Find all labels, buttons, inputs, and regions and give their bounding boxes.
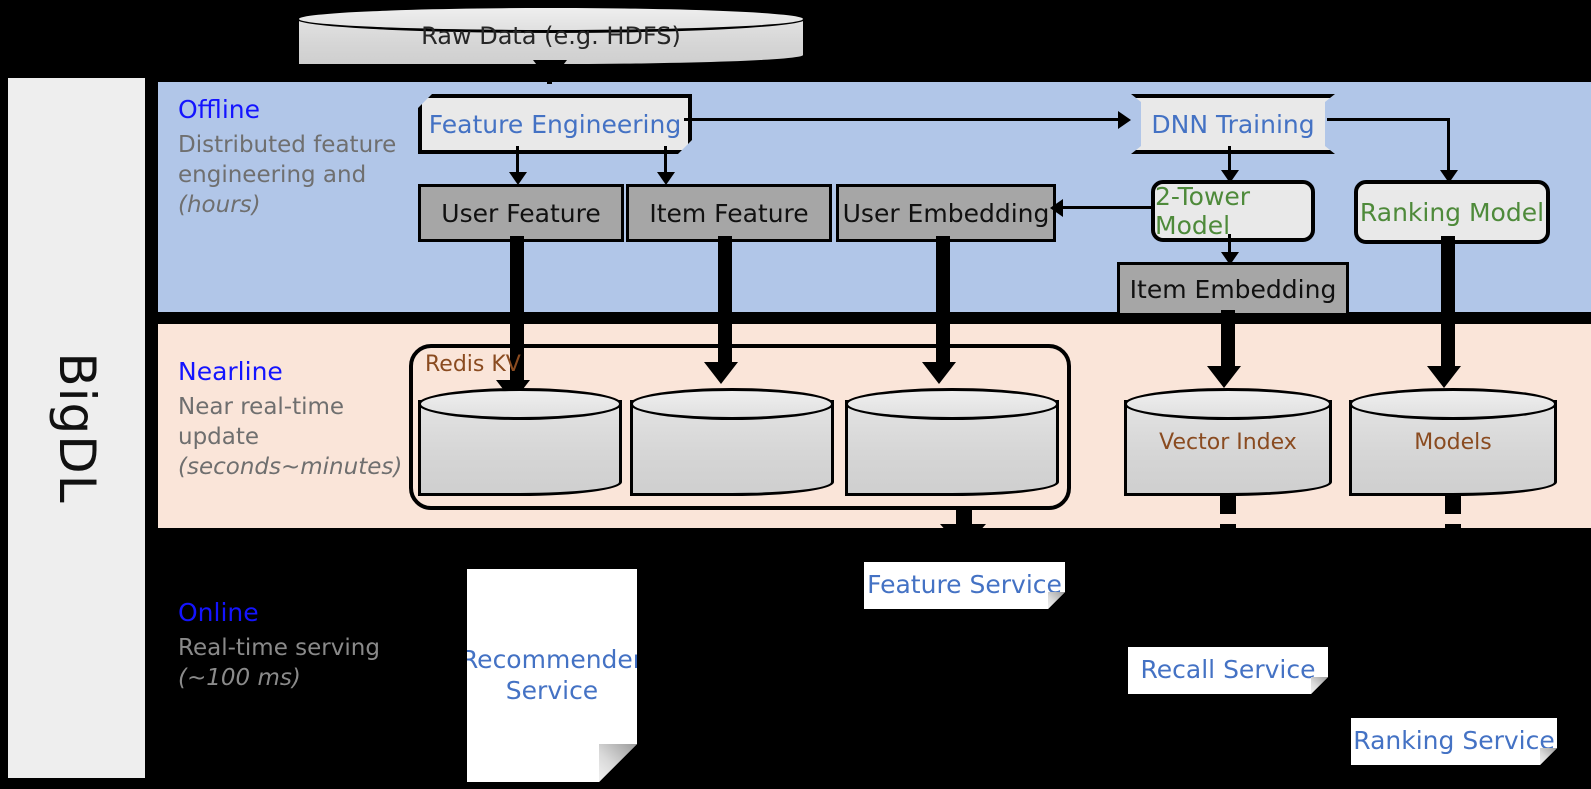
store-cylinder-user-embedding[interactable] (845, 388, 1059, 496)
raw-data-cylinder: Raw Data (e.g. HDFS) (296, 5, 806, 67)
vector-index-label: Vector Index (1159, 429, 1297, 455)
bigdl-rail: BigDL (8, 78, 145, 778)
arrowhead-fe-userfeature (509, 172, 527, 185)
cylinder-top (845, 388, 1059, 420)
pipe-models-ranking-seg2 (1445, 524, 1461, 540)
caption-online: Online Real-time serving (~100 ms) (178, 598, 398, 694)
arrowhead-fe-dnn (1118, 111, 1131, 129)
ranking-service-label: Ranking Service (1353, 726, 1555, 756)
arrowhead-itemfeature-store (704, 362, 738, 384)
arrowhead-redis-featureservice (940, 524, 986, 550)
pipe-userembedding-store (936, 236, 950, 368)
box-item-feature[interactable]: Item Feature (626, 184, 832, 242)
pipe-redis-featureservice-seg1 (956, 510, 972, 524)
pipe-rankingmodel-models (1441, 236, 1455, 372)
caption-offline: Offline Distributed feature engineering … (178, 95, 398, 221)
arrowhead-twotower-itememb (1221, 252, 1239, 265)
doc-feature-service[interactable]: Feature Service (864, 562, 1065, 609)
caption-nearline: Nearline Near real-time update (seconds~… (178, 357, 403, 483)
box-user-embedding[interactable]: User Embedding (836, 184, 1056, 242)
band-sub-nearline: Near real-time update (seconds~minutes) (178, 394, 403, 480)
box-item-embedding[interactable]: Item Embedding (1117, 262, 1349, 316)
connector-dnn-twotower (1228, 146, 1231, 174)
arrowhead-dnn-ranking (1440, 170, 1458, 183)
recommender-service-label: Recommender Service (460, 645, 644, 705)
arrowhead-dnn-twotower (1221, 170, 1239, 183)
pipe-userfeature-store (510, 236, 524, 388)
band-title-online: Online (178, 598, 259, 627)
band-title-offline: Offline (178, 95, 261, 124)
connector-twotower-itememb (1228, 234, 1231, 262)
store-cylinder-vector-index[interactable]: Vector Index (1124, 388, 1332, 496)
bigdl-label: BigDL (47, 352, 106, 504)
recall-service-label: Recall Service (1140, 655, 1316, 685)
store-cylinder-item-feature[interactable] (630, 388, 834, 496)
feature-service-label: Feature Service (867, 570, 1062, 600)
raw-data-label: Raw Data (e.g. HDFS) (421, 22, 681, 50)
connector-dnn-ranking-v (1447, 118, 1450, 174)
store-label (845, 388, 1059, 496)
store-cylinder-user-feature[interactable] (418, 388, 622, 496)
band-sub-online: Real-time serving (~100 ms) (178, 635, 380, 691)
pipe-itememb-vectorindex (1221, 310, 1235, 372)
arrowhead-rankingmodel-models (1427, 366, 1461, 388)
redis-kv-container (409, 344, 1071, 510)
connector-fe-dnn (684, 118, 1118, 121)
connector-dnn-ranking-h (1327, 118, 1450, 121)
cylinder-top (418, 388, 622, 420)
pipe-vectorindex-recall-seg1 (1220, 496, 1236, 514)
store-label (630, 388, 834, 496)
box-ranking-model[interactable]: Ranking Model (1354, 180, 1550, 244)
redis-kv-label: Redis KV (425, 352, 521, 377)
band-sub-offline: Distributed feature engineering and (hou… (178, 132, 397, 218)
connector-twotower-userembedding (1063, 206, 1153, 209)
arrowhead-rawdata-fe (533, 60, 567, 82)
doc-recall-service[interactable]: Recall Service (1128, 647, 1328, 694)
box-user-feature[interactable]: User Feature (418, 184, 624, 242)
arrowhead-twotower-userembedding (1050, 199, 1063, 217)
store-cylinder-models[interactable]: Models (1349, 388, 1557, 496)
box-two-tower-model[interactable]: 2-Tower Model (1151, 180, 1315, 242)
arrowhead-fe-itemfeature (657, 172, 675, 185)
arrowhead-itememb-vectorindex (1207, 366, 1241, 388)
band-title-nearline: Nearline (178, 357, 283, 386)
doc-ranking-service[interactable]: Ranking Service (1351, 718, 1557, 765)
cylinder-top (1349, 388, 1557, 420)
doc-recommender-service[interactable]: Recommender Service (467, 569, 637, 782)
cylinder-top (630, 388, 834, 420)
store-label (418, 388, 622, 496)
cylinder-top (296, 5, 806, 33)
pipe-models-ranking-seg1 (1445, 496, 1461, 514)
cylinder-top (1124, 388, 1332, 420)
connector-fe-userfeature (516, 146, 519, 174)
box-feature-engineering[interactable]: Feature Engineering (418, 94, 692, 154)
arrowhead-userembedding-store (922, 362, 956, 384)
models-label: Models (1414, 429, 1492, 455)
connector-fe-itemfeature (664, 146, 667, 174)
pipe-itemfeature-store (718, 236, 732, 368)
pipe-vectorindex-recall-seg2 (1220, 524, 1236, 540)
box-dnn-training[interactable]: DNN Training (1131, 94, 1335, 154)
